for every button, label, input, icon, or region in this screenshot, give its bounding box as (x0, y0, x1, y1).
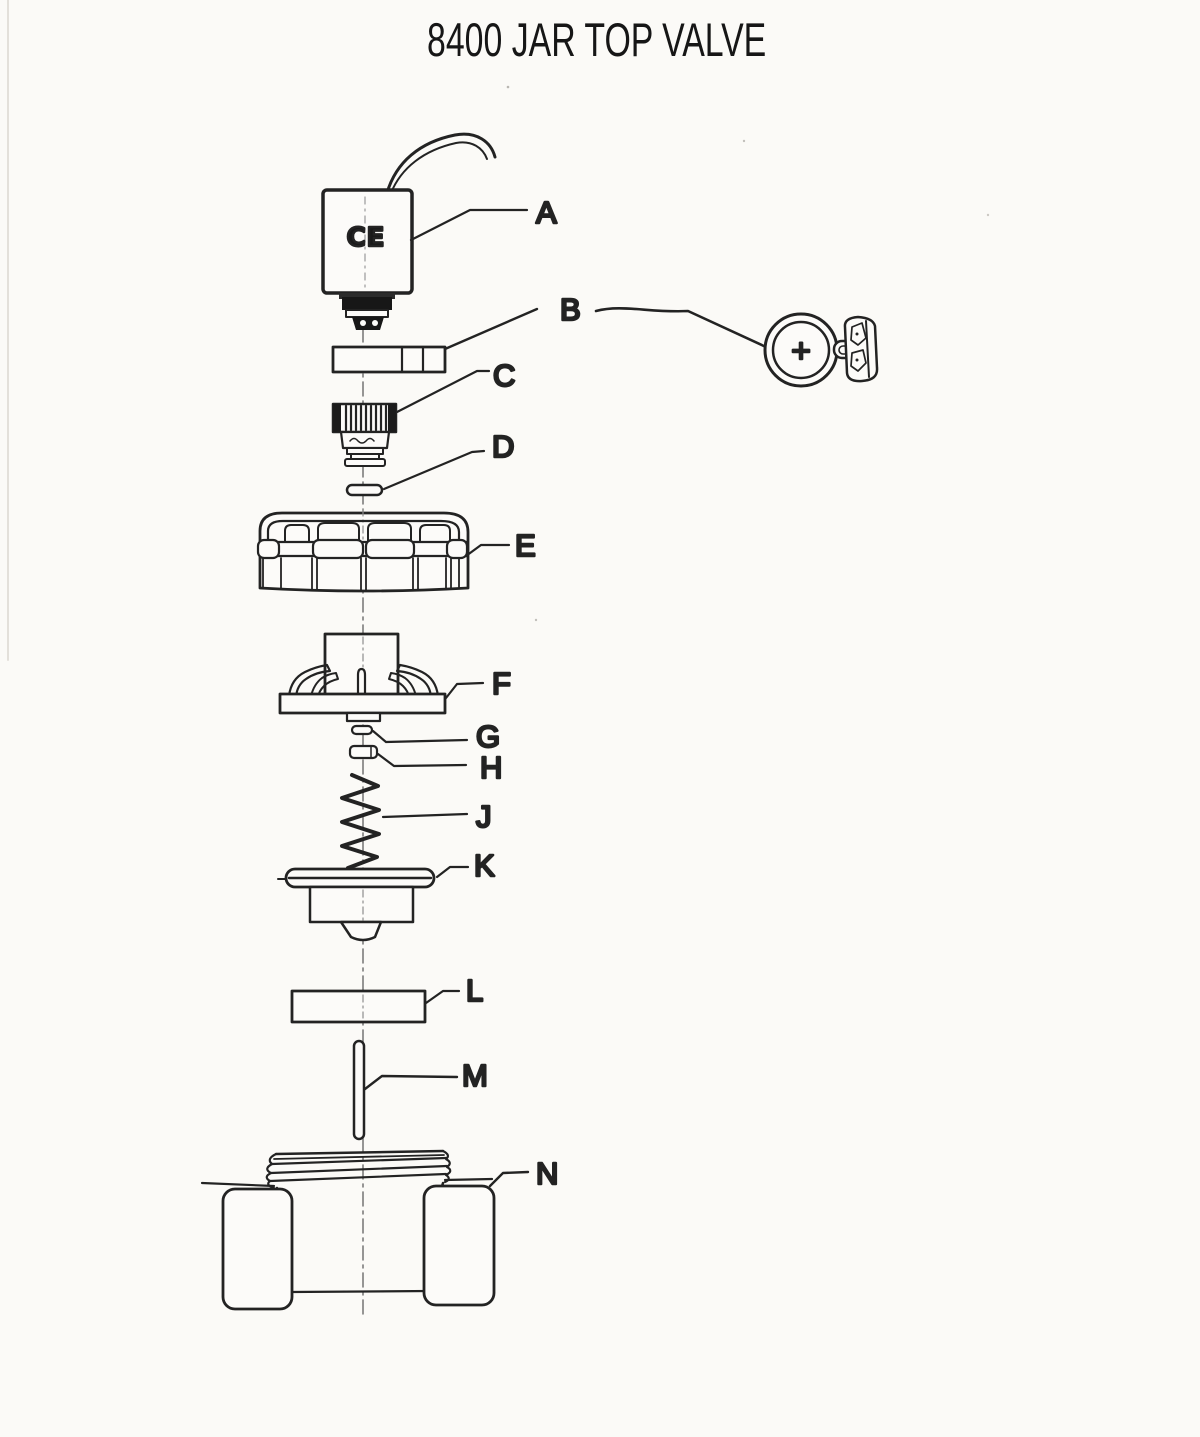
neck-top-edge (274, 1149, 445, 1156)
cap-wing-lobe-bottom (850, 349, 867, 372)
coil-collar (342, 297, 392, 310)
coil-wire-inner (390, 141, 488, 194)
shoulder-left (200, 1181, 276, 1188)
thread-line-2 (269, 1164, 449, 1175)
leader-k (435, 865, 470, 879)
part-label-l: L (466, 973, 483, 1008)
cap-wing-inner-edge (865, 320, 870, 378)
part-label-b: B (560, 292, 581, 327)
diagram-title: 8400 JAR TOP VALVE (427, 13, 767, 66)
leader-e (464, 543, 511, 558)
thread-line-3 (268, 1172, 448, 1183)
leader-d (382, 449, 486, 491)
leader-f (444, 681, 485, 700)
shoulder-right (443, 1177, 494, 1182)
part-label-f: F (492, 666, 511, 701)
leader-l (424, 989, 461, 1005)
socket-right (422, 1184, 496, 1307)
retaining-nut-side-view (331, 345, 447, 374)
thread-line-1 (270, 1156, 448, 1166)
leader-n (488, 1170, 530, 1188)
leader-c (395, 369, 491, 414)
diaphragm-body (308, 885, 415, 924)
part-label-k: K (474, 848, 495, 883)
o-ring (345, 483, 384, 497)
jar-top-bonnet (256, 508, 470, 593)
coil-collar-top (339, 293, 395, 299)
cap-wing-lobe-top (850, 322, 867, 346)
leader-b (443, 307, 539, 351)
coil-connector (352, 317, 384, 330)
diaphragm-assembly (277, 867, 436, 942)
part-label-g: G (476, 719, 500, 754)
socket-left (221, 1187, 294, 1311)
cap-inner-circle (771, 320, 831, 380)
seat-insert (348, 744, 379, 760)
valve-body (200, 1149, 496, 1311)
part-label-e: E (515, 528, 536, 563)
retainer-center-pin (356, 667, 367, 698)
part-label-h: H (480, 750, 502, 785)
cap-wing (843, 315, 879, 383)
part-label-d: D (492, 429, 514, 464)
diaphragm-retainer (278, 632, 447, 723)
retaining-cap-top-view: + (763, 312, 879, 388)
washer (350, 724, 374, 736)
retainer-tab (345, 711, 382, 723)
leader-j (381, 812, 469, 819)
adapter-bushing (331, 402, 398, 467)
gasket-plate (290, 989, 427, 1024)
retainer-base-plate (278, 692, 447, 715)
coil-wire (385, 132, 497, 195)
part-label-j: J (476, 799, 492, 834)
part-label-a: A (536, 195, 557, 230)
leader-m (363, 1074, 459, 1091)
leader-h (376, 752, 468, 768)
b-connector-line (594, 306, 768, 349)
coil-neck (345, 309, 389, 318)
spring (340, 773, 381, 870)
part-label-m: M (462, 1058, 488, 1093)
part-label-c: C (493, 358, 515, 393)
leader-a (409, 208, 529, 242)
diaphragm-tip (339, 920, 383, 942)
part-label-n: N (536, 1156, 558, 1191)
leader-g (371, 729, 469, 744)
solenoid-coil: CE (321, 132, 497, 330)
ce-mark: CE (347, 223, 386, 253)
connector-pin-left (360, 320, 366, 326)
stem-rod (352, 1039, 366, 1141)
connector-pin-right (372, 320, 378, 326)
body-bottom-edge (289, 1289, 432, 1294)
plus-mark: + (790, 336, 812, 366)
